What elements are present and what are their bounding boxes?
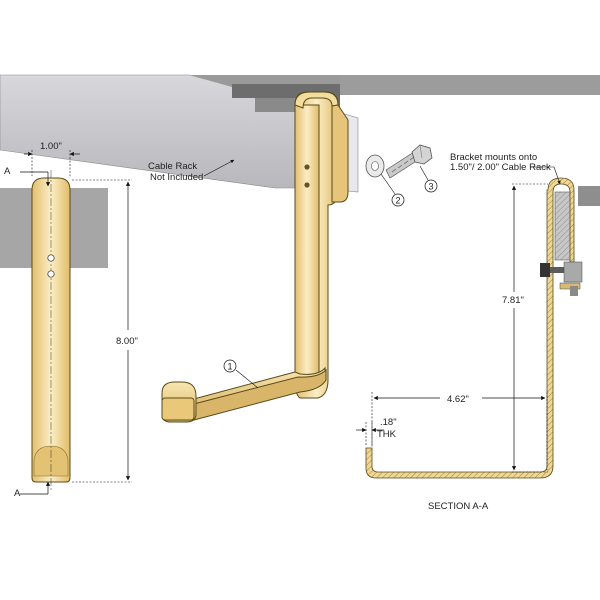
section-depth-dimension: 4.62" (447, 394, 469, 405)
section-nut (563, 261, 583, 283)
balloon-bracket-number: 1 (227, 362, 232, 372)
balloon-washer: 2 (380, 173, 405, 207)
balloon-bolt-number: 3 (428, 182, 433, 192)
bracket-note-line2: 1.50"/ 2.00" Cable Rack (450, 162, 551, 173)
cable-rack-leader (203, 159, 235, 177)
section-marker-top: A (4, 166, 11, 177)
rack-bar-right (340, 75, 600, 95)
bracket-note-line1: Bracket mounts onto (450, 152, 537, 163)
bracket-leg-front-face (294, 104, 320, 386)
section-marker-bottom: A (14, 488, 21, 499)
section-bolt-tail (570, 286, 578, 296)
thickness-unit: THK (377, 429, 397, 440)
section-rack-bar (578, 186, 600, 206)
bracket-hole-lower (304, 182, 310, 188)
isometric-view: 1 2 3 Cable Rack Not Included (0, 74, 600, 423)
section-bracket-profile (365, 177, 575, 479)
bracket-hole-upper (304, 164, 310, 170)
washer (365, 154, 385, 178)
front-view-hole-lower (47, 270, 55, 278)
section-rack-block (554, 191, 572, 261)
section-view: Bracket mounts onto 1.50"/ 2.00" Cable R… (356, 152, 600, 512)
rack-channel-step (255, 98, 300, 112)
balloon-bracket: 1 (223, 359, 259, 389)
balloon-bolt: 3 (419, 165, 438, 193)
width-dimension: 1.00" (40, 141, 62, 152)
height-dimension: 8.00" (116, 336, 138, 347)
bracket-arm-face (189, 368, 327, 421)
section-height-dimension: 7.81" (502, 295, 524, 306)
bracket-note-leader-down (553, 166, 561, 185)
thickness-dimension: .18" (380, 417, 397, 428)
cable-rack-note-line1: Cable Rack (148, 161, 197, 172)
front-view-hole-upper (47, 254, 55, 262)
bracket-hook-back (331, 104, 349, 203)
balloon-washer-number: 2 (395, 196, 400, 206)
front-view: A A 1.00" 8.00" (0, 141, 138, 499)
cable-rack-note-line2: Not Included (150, 172, 203, 183)
bolt (385, 144, 433, 179)
bracket-lip-face (161, 397, 195, 421)
section-caption: SECTION A-A (428, 501, 489, 512)
section-bolt-head (540, 263, 550, 277)
